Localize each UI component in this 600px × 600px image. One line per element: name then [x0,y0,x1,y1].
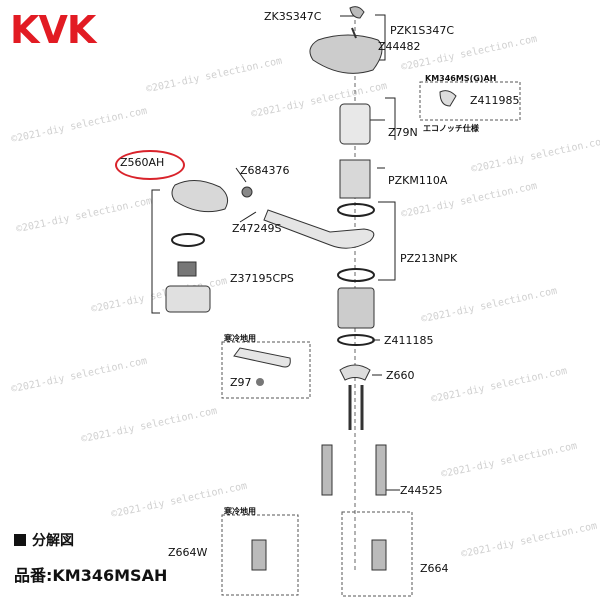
aerator-part [165,285,211,313]
label-z664w: Z664W [168,546,208,559]
label-z411185: Z411185 [384,334,434,347]
shower-head-part [171,180,229,213]
label-econotch-model: KM346MS(G)AH [425,74,497,83]
screw-part [351,27,357,39]
econotch-part [439,90,457,107]
o-ring-4 [171,233,205,247]
cold-region-box-1 [221,341,311,399]
label-zk3s347c: ZK3S347C [264,10,322,23]
z664-part [371,539,387,571]
leader-z79n [385,97,396,140]
aerator-small [177,261,197,277]
cap-part [349,6,365,19]
cold-spout-part [233,347,291,368]
small-part [241,186,253,198]
body-part [337,287,375,329]
o-ring-1 [337,203,375,217]
label-z44482: Z44482 [378,40,421,53]
o-ring-3 [337,334,375,346]
hose-1 [321,444,333,496]
brand-logo: KVK [10,8,96,52]
label-z660: Z660 [386,369,415,382]
z664w-part [251,539,267,571]
footer-title-text: 分解図 [32,533,74,549]
bracket-top [375,14,386,61]
label-cold-region-1: 寒冷地用 [224,334,256,343]
bracket-z560ah [151,189,160,314]
highlight-circle [115,150,185,180]
label-z97: Z97 [230,376,252,389]
label-z79n: Z79N [388,126,418,139]
mount-part [339,364,371,381]
label-z44525: Z44525 [400,484,443,497]
label-z560ah: Z560AH [120,156,165,169]
lever-handle [309,34,383,74]
label-pz213npk: PZ213NPK [400,252,458,265]
label-cold-region-2: 寒冷地用 [224,507,256,516]
label-z664: Z664 [420,562,449,575]
label-z411985: Z411985 [470,94,520,107]
leader-z684376 [235,167,247,183]
hose-2 [375,444,387,496]
label-econotch-caption: エコノッチ仕様 [423,124,479,133]
cover-part [339,103,371,145]
label-pzkm110a: PZKM110A [388,174,448,187]
bracket-pz213npk [378,201,396,281]
z97-part [256,378,264,386]
spout-part [263,209,375,249]
label-z37195cps: Z37195CPS [230,272,294,285]
footer-model: 品番:KM346MSAH [14,566,168,585]
cartridge-part [339,159,371,199]
econotch-box [419,81,521,121]
square-icon [14,534,26,546]
o-ring-2 [337,268,375,282]
cold-region-box-2 [221,514,299,596]
leader-z47249s [239,211,257,223]
z664-box [341,511,413,597]
label-pzk1s347c: PZK1S347C [390,24,455,37]
label-z47249s: Z47249S [232,222,282,235]
label-z684376: Z684376 [240,164,290,177]
footer-title: 分解図 [14,530,74,550]
